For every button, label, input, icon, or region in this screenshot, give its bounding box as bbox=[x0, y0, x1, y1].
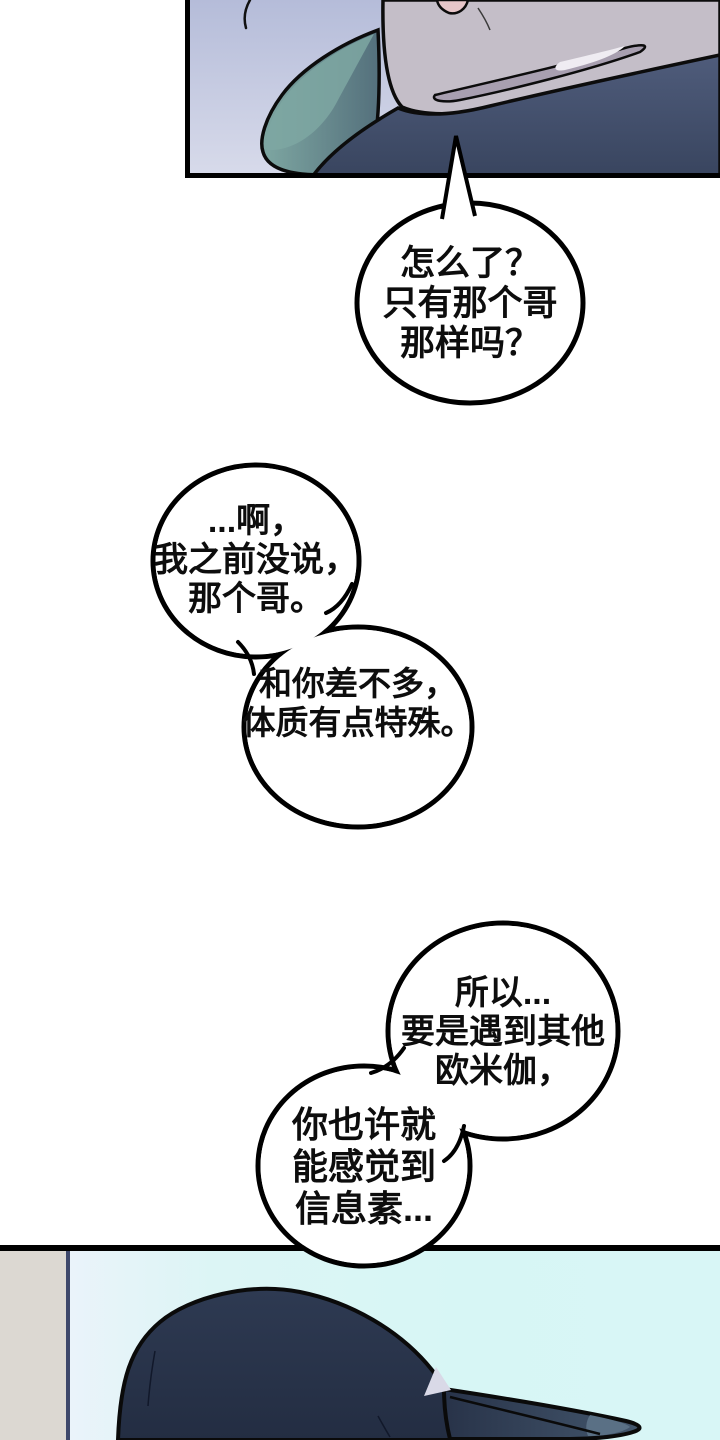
cap-brim-tip-highlight bbox=[586, 1415, 630, 1436]
bubble-text-line: 我之前没说， bbox=[154, 541, 358, 579]
cap-brim-seam bbox=[449, 1395, 601, 1436]
fabric-crease bbox=[477, 7, 491, 31]
speech-bubble-3-text: 和你差不多， 体质有点特殊。 bbox=[243, 664, 474, 742]
cap-crease-right bbox=[377, 1415, 391, 1438]
panel-top-artwork bbox=[190, 0, 720, 173]
bubble-text-line: 信息素... bbox=[294, 1188, 434, 1229]
cap-crease-left bbox=[147, 1350, 156, 1407]
wall-edge-line bbox=[66, 1251, 70, 1440]
cap-triangle-logo bbox=[424, 1367, 451, 1396]
chest-navy bbox=[312, 53, 720, 173]
speech-bubble-4-text: 所以... 要是遇到其他 欧米伽， bbox=[401, 974, 605, 1091]
bubble-text-line: 你也许就 bbox=[291, 1104, 437, 1145]
speech-bubble-5-text: 你也许就 能感觉到 信息素... bbox=[292, 1104, 436, 1230]
panel-bottom bbox=[70, 1251, 720, 1440]
bubble-join-point bbox=[442, 1124, 466, 1163]
bubble-text-line: 所以... bbox=[454, 974, 552, 1012]
bubble-text-line: ...啊， bbox=[207, 502, 305, 540]
panel-top bbox=[185, 0, 720, 178]
speech-bubble-1-text: 怎么了？ 只有那个哥 那样吗？ bbox=[382, 244, 557, 364]
shoulder-highlight bbox=[266, 34, 374, 151]
hoodie-highlight bbox=[555, 46, 625, 71]
bubble-text-line: 那样吗？ bbox=[399, 324, 541, 363]
bubble-text-line: 欧米伽， bbox=[435, 1052, 571, 1090]
hair-strand bbox=[243, 0, 252, 30]
speech-bubble-2-text: ...啊， 我之前没说， 那个哥。 bbox=[154, 502, 358, 619]
bubble-text-line: 要是遇到其他 bbox=[401, 1013, 605, 1051]
bubble-text-line: 怎么了？ bbox=[399, 244, 541, 283]
panel-bottom-top-border bbox=[0, 1245, 720, 1251]
bubble-join-point bbox=[369, 1046, 406, 1075]
bubble-text-line: 只有那个哥 bbox=[382, 284, 558, 323]
bubble-text-line: 那个哥。 bbox=[188, 580, 324, 618]
bubble-text-line: 和你差不多， bbox=[259, 665, 457, 702]
panel-bottom-artwork bbox=[115, 1286, 642, 1440]
baseball-cap-dome bbox=[115, 1286, 463, 1440]
wall-strip bbox=[0, 1251, 66, 1440]
skin-patch bbox=[435, 0, 470, 15]
bubble-text-line: 能感觉到 bbox=[291, 1146, 437, 1187]
bubble-text-line: 体质有点特殊。 bbox=[242, 704, 474, 741]
